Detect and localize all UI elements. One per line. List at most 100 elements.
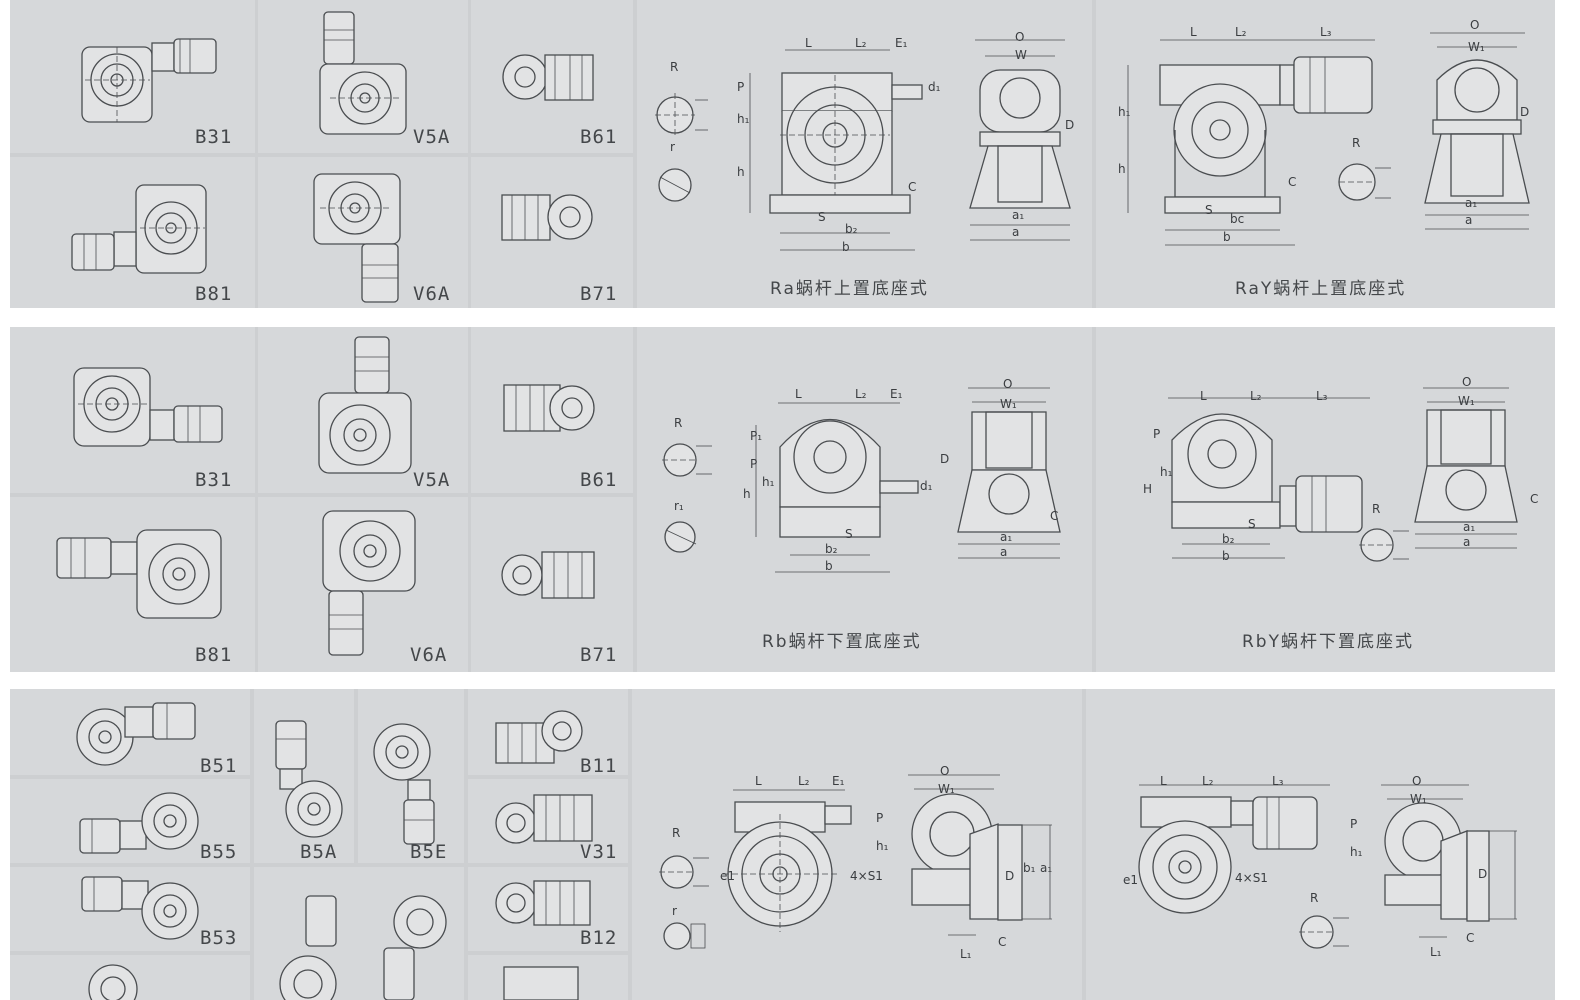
dim-label: b₂ [1222, 532, 1235, 546]
dim-label: h₁ [1350, 845, 1363, 859]
dim-label: P [1350, 817, 1358, 831]
dim-label: L [755, 774, 762, 788]
dim-label: L [795, 387, 802, 401]
gear-drawing-partial [88, 964, 138, 1000]
dim-label: H [1143, 482, 1153, 496]
dim-label: L₁ [960, 947, 972, 961]
mount-label-b71: B71 [580, 644, 618, 666]
flange-motor-shaft-section-drawing [1299, 915, 1349, 949]
gear-drawing-partial [503, 966, 579, 1000]
gear-drawing-partial [279, 895, 447, 1000]
gear-drawing-b12 [495, 880, 591, 926]
dim-label: bc [1230, 212, 1245, 226]
dim-label: h₁ [737, 112, 750, 126]
rby-shaft-section-drawing [1359, 528, 1409, 562]
dim-label: S [845, 527, 853, 541]
dim-label: C [908, 180, 917, 194]
dim-label: R [1310, 891, 1319, 905]
gear-drawing-b53 [81, 876, 199, 940]
dim-label: 4×S1 [1235, 871, 1268, 885]
gear-drawing-b11 [495, 710, 583, 764]
dim-label: d₁ [920, 479, 933, 493]
rb-front-view-drawing [755, 402, 919, 573]
dim-label: b [825, 559, 833, 573]
mount-label-b71: B71 [580, 283, 618, 305]
dim-label: O [1470, 18, 1480, 32]
dim-label: C [1466, 931, 1475, 945]
dim-label: h₁ [1160, 465, 1173, 479]
dim-label: P [1153, 427, 1161, 441]
dim-label: d₁ [928, 80, 941, 94]
dim-label: S [1205, 203, 1213, 217]
dim-label: W [1015, 48, 1027, 62]
dim-label: h₁ [762, 475, 775, 489]
gear-drawing-b5e [373, 723, 435, 845]
dim-label: C [1288, 175, 1297, 189]
dim-label: L₂ [798, 774, 810, 788]
mount-label-b61: B61 [580, 126, 618, 148]
dim-label: a₁ [1012, 208, 1025, 222]
dim-label: D [1005, 869, 1015, 883]
dim-label: e1 [720, 869, 736, 883]
mounting-panel-flange: B51 B55 B53 B5A B5E [10, 689, 1555, 1000]
mount-label-v31: V31 [580, 841, 618, 863]
dim-label: h [737, 165, 745, 179]
mount-label-b81: B81 [195, 644, 233, 666]
dim-label: b [1222, 549, 1230, 563]
gear-drawing-b61 [503, 384, 595, 432]
mount-label-b31: B31 [195, 126, 233, 148]
mount-label-b81: B81 [195, 283, 233, 305]
gear-drawing-b31 [73, 367, 223, 447]
flange-front-view-drawing [723, 789, 852, 932]
dim-label: R [670, 60, 679, 74]
caption-rby: RbY蜗杆下置底座式 [1242, 632, 1414, 652]
caption-ra: Ra蜗杆上置底座式 [770, 279, 929, 299]
ra-side-view-drawing [969, 39, 1071, 241]
mount-label-b55: B55 [200, 841, 238, 863]
dim-label: L [1190, 25, 1197, 39]
dim-label: L [805, 36, 812, 50]
dim-label: b [1223, 230, 1231, 244]
gear-drawing-b71 [501, 194, 593, 241]
dim-label: e1 [1123, 873, 1139, 887]
dim-label: O [1462, 375, 1472, 389]
gear-drawing-v5a [319, 11, 407, 135]
dim-label: C [1530, 492, 1539, 506]
dim-label: r [670, 140, 675, 154]
gear-drawing-v31 [495, 794, 593, 844]
dim-label: a₁ [1000, 530, 1013, 544]
dim-label: h₁ [876, 839, 889, 853]
ra-front-view-drawing [749, 49, 923, 251]
mounting-panel-ra: B31 V5A B61 B81 V6A B71 [10, 0, 1555, 308]
flange-motor-front-view-drawing [1138, 784, 1330, 914]
dim-label: h [743, 487, 751, 501]
dim-label: E₁ [895, 36, 908, 50]
gear-drawing-b81 [56, 529, 222, 619]
dim-label: L₂ [855, 387, 867, 401]
rby-side-view-drawing [1414, 387, 1518, 549]
gear-drawing-b81 [71, 184, 207, 274]
caption-ray: RaY蜗杆上置底座式 [1235, 279, 1407, 299]
dim-label: a₁ [1465, 196, 1478, 210]
dim-label: b₁ [1023, 861, 1036, 875]
dim-label: R [1352, 136, 1361, 150]
dim-label: b [842, 240, 850, 254]
dim-label: L₃ [1272, 774, 1284, 788]
flange-motor-side-view-drawing [1381, 784, 1517, 938]
gear-drawing-v5a [318, 336, 412, 474]
gear-drawing-b71 [501, 551, 595, 599]
gear-drawing-b55 [79, 792, 199, 854]
dim-label: L₂ [1250, 389, 1262, 403]
dim-label: E₁ [890, 387, 903, 401]
dim-label: E₁ [832, 774, 845, 788]
dim-label: W₁ [938, 782, 955, 796]
dim-label: r₁ [674, 499, 684, 513]
mount-label-v6a: V6A [410, 644, 448, 666]
dim-label: W₁ [1458, 394, 1475, 408]
mount-label-b61: B61 [580, 469, 618, 491]
dim-label: O [940, 764, 950, 778]
mounting-panel-rb: B31 V5A B61 B81 V6A B71 R r₁ [10, 327, 1555, 672]
mount-label-v5a: V5A [413, 469, 451, 491]
mount-label-v5a: V5A [413, 126, 451, 148]
gear-drawing-v6a [322, 510, 416, 656]
